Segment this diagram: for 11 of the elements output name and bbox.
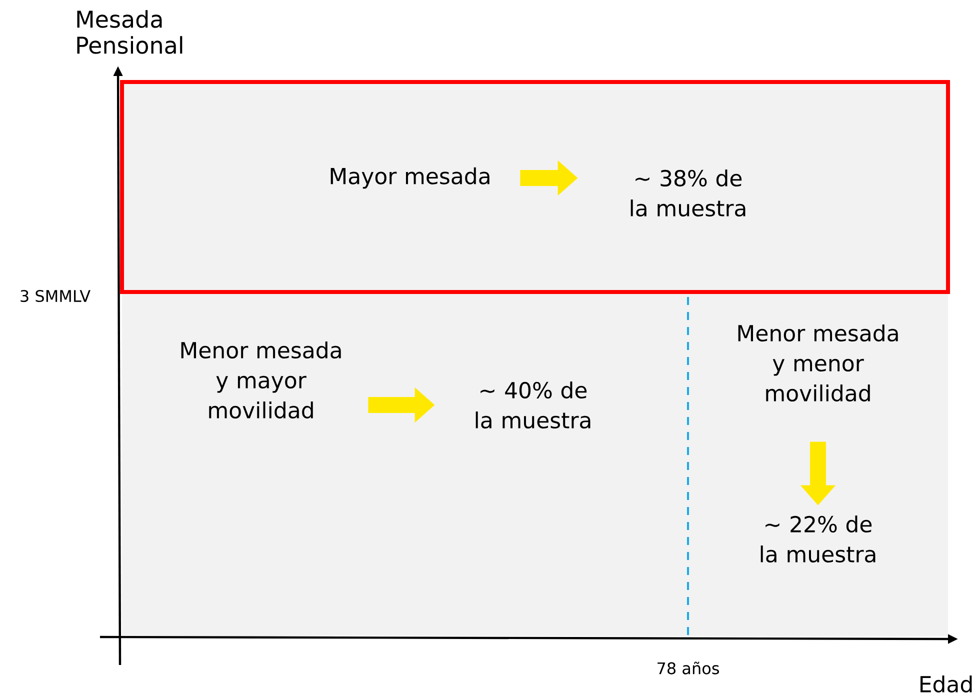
region-text: Mayor mesada [330, 167, 490, 189]
axis-label: 78 años [658, 662, 719, 674]
region-text: ~ 22% de la muestra [760, 516, 876, 563]
axis-label: Mesada Pensional [77, 10, 182, 54]
highlight-box [120, 80, 950, 294]
region-text: Menor mesada y mayor movilidad [181, 342, 341, 419]
region-text: ~ 38% de la muestra [630, 169, 746, 217]
region-text: ~ 40% de la muestra [476, 382, 590, 429]
region-text: Menor mesada y menor movilidad [738, 324, 898, 402]
axis-label: 3 SMMLV [20, 290, 90, 302]
axis-label: Edad [920, 676, 972, 693]
